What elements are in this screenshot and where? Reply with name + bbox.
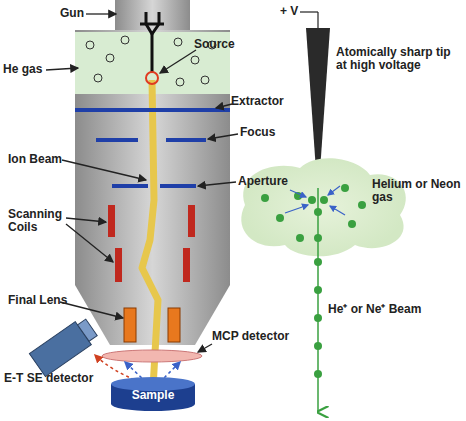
- wire: [317, 12, 318, 28]
- part-name: MCP detector: [212, 330, 289, 343]
- sample-stage: Sample: [110, 376, 196, 412]
- extractor-plate: [75, 108, 230, 112]
- node-label: Sample: [110, 376, 196, 402]
- annotation: Atomically sharp tip at high voltage: [336, 46, 451, 72]
- annotation: He⁺ or Ne⁺ Beam: [328, 303, 421, 316]
- attraction-arrows: [285, 186, 345, 215]
- final-lens: [124, 308, 136, 342]
- et-detector: [29, 316, 99, 377]
- part-name: Scanning Coils: [8, 208, 68, 234]
- focus-plate: [96, 138, 138, 142]
- part-name: Gun: [60, 7, 84, 20]
- part-name: Extractor: [231, 95, 284, 108]
- part-name: Ion Beam: [8, 153, 62, 166]
- part-name: Source: [194, 38, 235, 51]
- part-name: Focus: [240, 126, 275, 139]
- final-lens: [168, 308, 180, 342]
- aperture-plate: [112, 184, 148, 188]
- gas-atoms: [261, 184, 366, 242]
- part-name: He gas: [3, 63, 42, 76]
- aperture-plate: [160, 184, 196, 188]
- focus-plate: [166, 138, 206, 142]
- beam-ions: [314, 208, 322, 378]
- source-marker: [146, 72, 158, 84]
- voltage-label: + V: [280, 5, 298, 18]
- wire: [300, 11, 318, 12]
- gas-cloud: [241, 158, 406, 256]
- leader-lines: [46, 14, 238, 352]
- gun-symbol: [140, 12, 164, 72]
- gun-housing: [115, 0, 190, 34]
- ion-beam: [142, 80, 158, 388]
- part-name: Final Lens: [8, 294, 67, 307]
- annotation: Helium or Neon gas: [372, 178, 462, 204]
- beam-line: [317, 188, 319, 412]
- mcp-detector: [102, 350, 202, 362]
- part-name: E-T SE detector: [4, 372, 93, 385]
- part-name: Aperture: [238, 175, 288, 188]
- scanning-coils: [108, 205, 195, 282]
